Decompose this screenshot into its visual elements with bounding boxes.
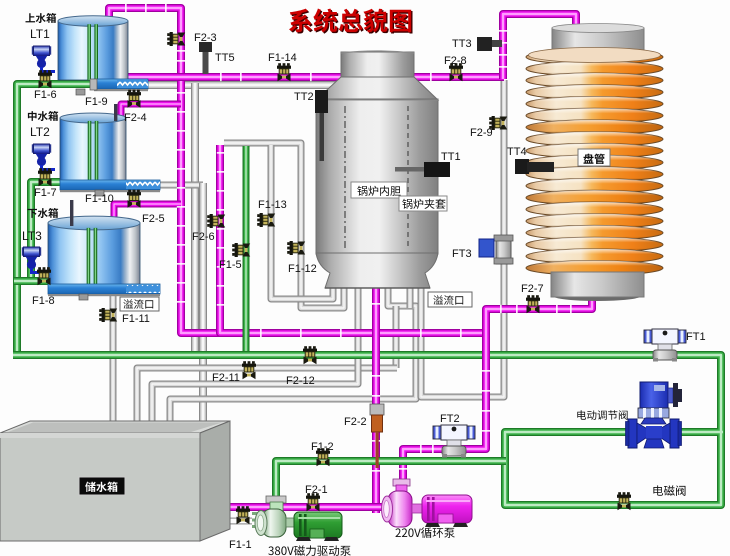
svg-text:F1-8: F1-8 bbox=[32, 295, 55, 307]
svg-text:F1-12: F1-12 bbox=[288, 263, 317, 275]
svg-text:F1-10: F1-10 bbox=[85, 193, 114, 205]
svg-text:TT4: TT4 bbox=[507, 146, 527, 158]
svg-text:TT2: TT2 bbox=[294, 91, 314, 103]
svg-text:LT1: LT1 bbox=[30, 27, 50, 41]
svg-text:F2-5: F2-5 bbox=[142, 213, 165, 225]
svg-text:F1-5: F1-5 bbox=[219, 259, 242, 271]
svg-text:F1-14: F1-14 bbox=[268, 52, 297, 64]
svg-text:TT3: TT3 bbox=[452, 38, 472, 50]
svg-text:F2-3: F2-3 bbox=[194, 32, 217, 44]
svg-text:FT1: FT1 bbox=[686, 331, 706, 343]
svg-text:F2-2: F2-2 bbox=[344, 416, 367, 428]
svg-text:F2-4: F2-4 bbox=[124, 112, 147, 124]
svg-text:F1-1: F1-1 bbox=[229, 539, 252, 551]
svg-text:F2-9: F2-9 bbox=[470, 127, 493, 139]
svg-text:F2-8: F2-8 bbox=[444, 55, 467, 67]
svg-text:F2-12: F2-12 bbox=[286, 375, 315, 387]
svg-text:F1-2: F1-2 bbox=[311, 441, 334, 453]
svg-text:F2-7: F2-7 bbox=[521, 283, 544, 295]
svg-text:TT1: TT1 bbox=[441, 151, 461, 163]
svg-text:FT2: FT2 bbox=[440, 413, 460, 425]
svg-text:LT2: LT2 bbox=[30, 125, 50, 139]
svg-text:F1-11: F1-11 bbox=[122, 313, 150, 325]
svg-text:F1-7: F1-7 bbox=[34, 187, 57, 199]
svg-text:FT3: FT3 bbox=[452, 248, 472, 260]
svg-text:F2-6: F2-6 bbox=[192, 231, 215, 243]
svg-text:F1-13: F1-13 bbox=[258, 199, 287, 211]
svg-text:LT3: LT3 bbox=[22, 229, 42, 243]
svg-text:F1-6: F1-6 bbox=[34, 89, 57, 101]
svg-text:F2-11: F2-11 bbox=[212, 372, 240, 384]
svg-text:F1-9: F1-9 bbox=[85, 96, 108, 108]
svg-text:F2-1: F2-1 bbox=[305, 484, 328, 496]
svg-text:TT5: TT5 bbox=[215, 52, 235, 64]
